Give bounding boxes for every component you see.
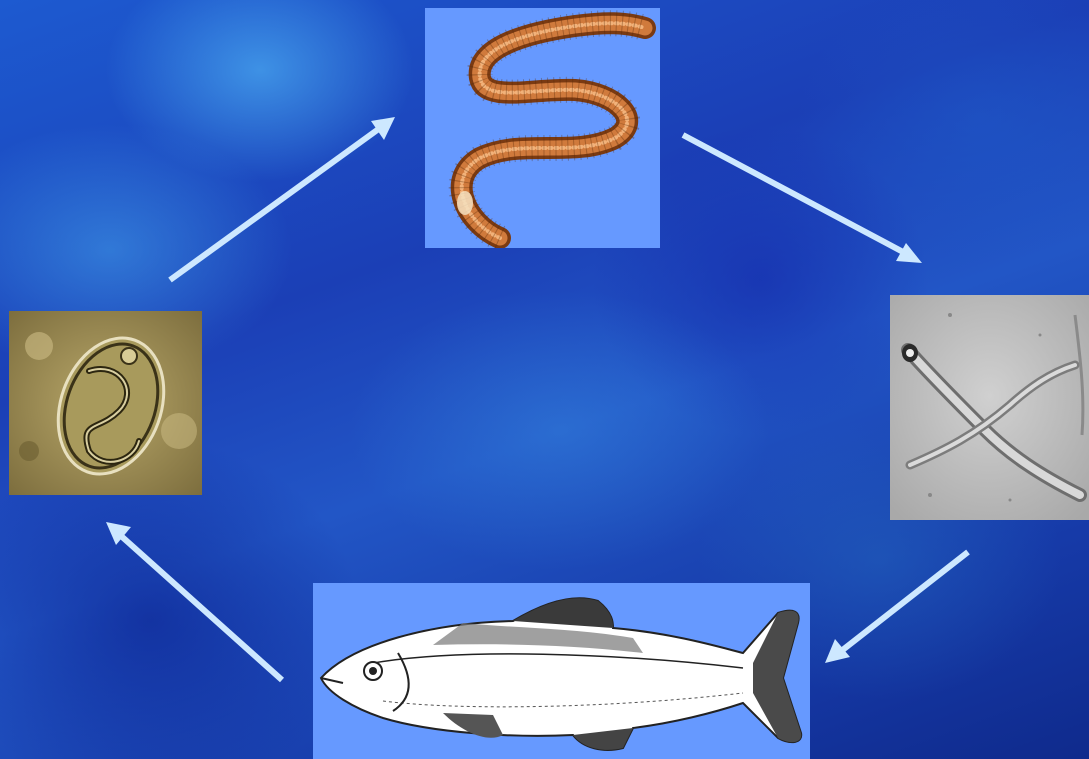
arrow-egg-to-worm (170, 117, 395, 280)
arrow-larva-to-fish (825, 552, 968, 663)
arrow-fish-to-egg (106, 522, 282, 680)
arrow-worm-to-larva (683, 135, 922, 263)
